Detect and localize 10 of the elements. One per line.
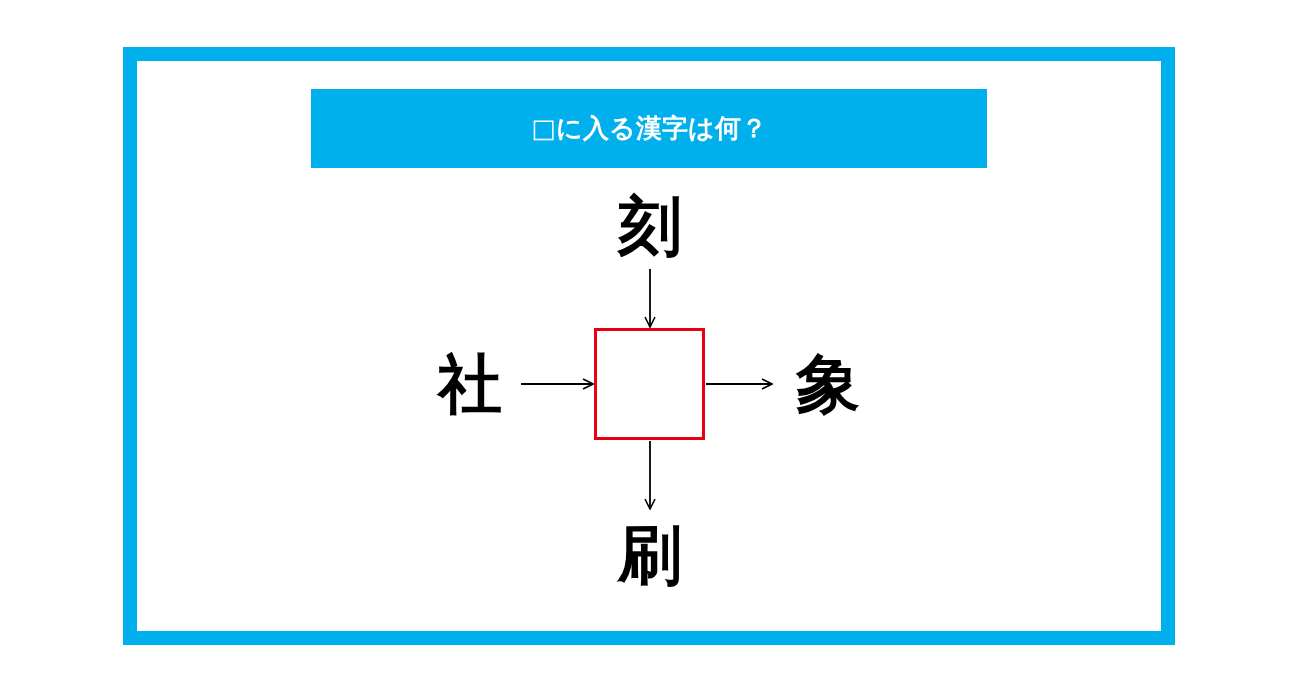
arrow (705, 378, 773, 390)
arrow (644, 440, 656, 510)
blank-square (594, 328, 705, 440)
kanji-character: 刷 (600, 510, 700, 600)
kanji-character: 象 (773, 341, 883, 427)
kanji-character: 社 (420, 341, 520, 427)
kanji-character: 刻 (600, 185, 700, 268)
arrow (520, 378, 594, 390)
title-banner: □に入る漢字は何？ (311, 89, 987, 168)
arrow (644, 268, 656, 328)
